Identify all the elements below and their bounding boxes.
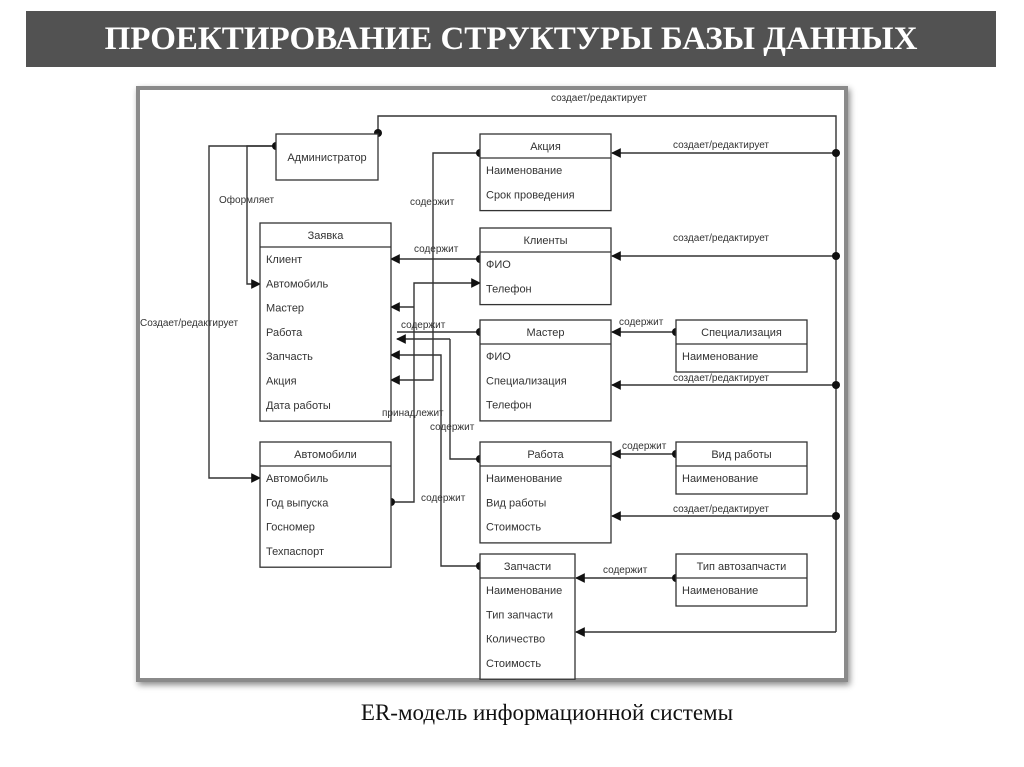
left-edit-line: [208, 145, 276, 483]
entity-box: [479, 441, 612, 544]
label-sod-zapchasti: содержит: [421, 493, 466, 504]
entity-field: Госномер: [266, 522, 315, 534]
label-oformlyaet: Оформляет: [219, 194, 274, 206]
entity-field: Стоимость: [486, 522, 541, 534]
entity-box: [479, 227, 612, 306]
entity-field: Автомобиль: [266, 473, 329, 485]
entities: АдминистраторЗаявкаКлиентАвтомобильМасте…: [259, 133, 808, 680]
sod-rabota-line: [449, 339, 480, 460]
label-sod-tip: содержит: [603, 565, 648, 576]
entity-field: Количество: [486, 634, 545, 646]
entity-field: Наименование: [486, 165, 562, 177]
entity-field: Техпаспорт: [266, 546, 324, 558]
entity-field: ФИО: [486, 351, 511, 363]
label-akciya-edit: создает/редактирует: [673, 140, 769, 151]
entity-title: Тип автозапчасти: [697, 561, 787, 573]
entity-field: Работа: [266, 327, 303, 339]
entity-field: ФИО: [486, 259, 511, 271]
connector-dot: [832, 149, 840, 157]
entity-field: Тип запчасти: [486, 609, 553, 621]
entity-title: Заявка: [308, 230, 345, 242]
sod-zapchasti-line: [390, 350, 480, 567]
caption: ER-модель информационной системы: [360, 700, 734, 725]
entity-title: Администратор: [287, 152, 366, 164]
label-top-edit: создает/редактирует: [551, 93, 647, 104]
slide-title: ПРОЕКТИРОВАНИЕ СТРУКТУРЫ БАЗЫ ДАННЫХ: [26, 11, 996, 67]
entity-field: Стоимость: [486, 658, 541, 670]
label-rabota-edit: создает/редактирует: [673, 504, 769, 515]
entity-field: Телефон: [486, 283, 532, 295]
label-sod-spec: содержит: [619, 317, 664, 328]
entity-zayavka: ЗаявкаКлиентАвтомобильМастерРаботаЗапчас…: [259, 222, 392, 422]
label-master-edit: создает/редактирует: [673, 373, 769, 384]
entity-field: Мастер: [266, 303, 304, 315]
entity-field: Дата работы: [266, 400, 331, 412]
entity-box: [259, 441, 392, 568]
entity-title: Вид работы: [711, 449, 771, 461]
entity-box: [275, 133, 379, 181]
entity-field: Наименование: [682, 473, 758, 485]
label-sod-vid: содержит: [622, 441, 667, 452]
entity-field: Наименование: [486, 585, 562, 597]
label-prinadlezhit: принадлежит: [382, 408, 444, 419]
entity-title: Автомобили: [294, 449, 357, 461]
entity-field: Наименование: [682, 585, 758, 597]
entity-title: Специализация: [701, 327, 782, 339]
label-sod-master: содержит: [401, 320, 446, 331]
entity-box: [259, 222, 392, 422]
connector-dot: [832, 252, 840, 260]
entity-title: Запчасти: [504, 561, 551, 573]
entity-box: [479, 553, 576, 680]
entity-box: [675, 319, 808, 373]
prinadlezhit-line: [391, 278, 481, 503]
connectors: [208, 115, 837, 637]
entity-field: Вид работы: [486, 497, 546, 509]
entity-box: [675, 553, 808, 607]
entity-field: Акция: [266, 376, 297, 388]
entity-field: Специализация: [486, 375, 567, 387]
entity-field: Автомобиль: [266, 278, 329, 290]
entity-field: Год выпуска: [266, 497, 329, 509]
entity-title: Клиенты: [523, 235, 567, 247]
connector-dot: [832, 512, 840, 520]
entity-admin: Администратор: [275, 133, 379, 181]
entity-box: [675, 441, 808, 495]
label-sod-klienty: содержит: [414, 244, 459, 255]
entity-field: Запчасть: [266, 351, 313, 363]
entity-field: Срок проведения: [486, 189, 575, 201]
label-sod-akciya: содержит: [410, 197, 455, 208]
entity-field: Наименование: [486, 473, 562, 485]
entity-field: Наименование: [682, 351, 758, 363]
connector-dot: [832, 381, 840, 389]
label-left-edit: Создает/редактирует: [140, 318, 239, 329]
entity-box: [479, 133, 612, 212]
label-klienty-edit: создает/редактирует: [673, 233, 769, 244]
admin-bus-line: [377, 115, 837, 632]
entity-field: Клиент: [266, 254, 302, 266]
entity-field: Телефон: [486, 400, 532, 412]
label-sod-rabota: содержит: [430, 422, 475, 433]
entity-box: [479, 319, 612, 422]
entity-title: Мастер: [526, 327, 564, 339]
entity-title: Акция: [530, 141, 561, 153]
entity-title: Работа: [527, 449, 564, 461]
sod-akciya-line: [390, 152, 480, 385]
